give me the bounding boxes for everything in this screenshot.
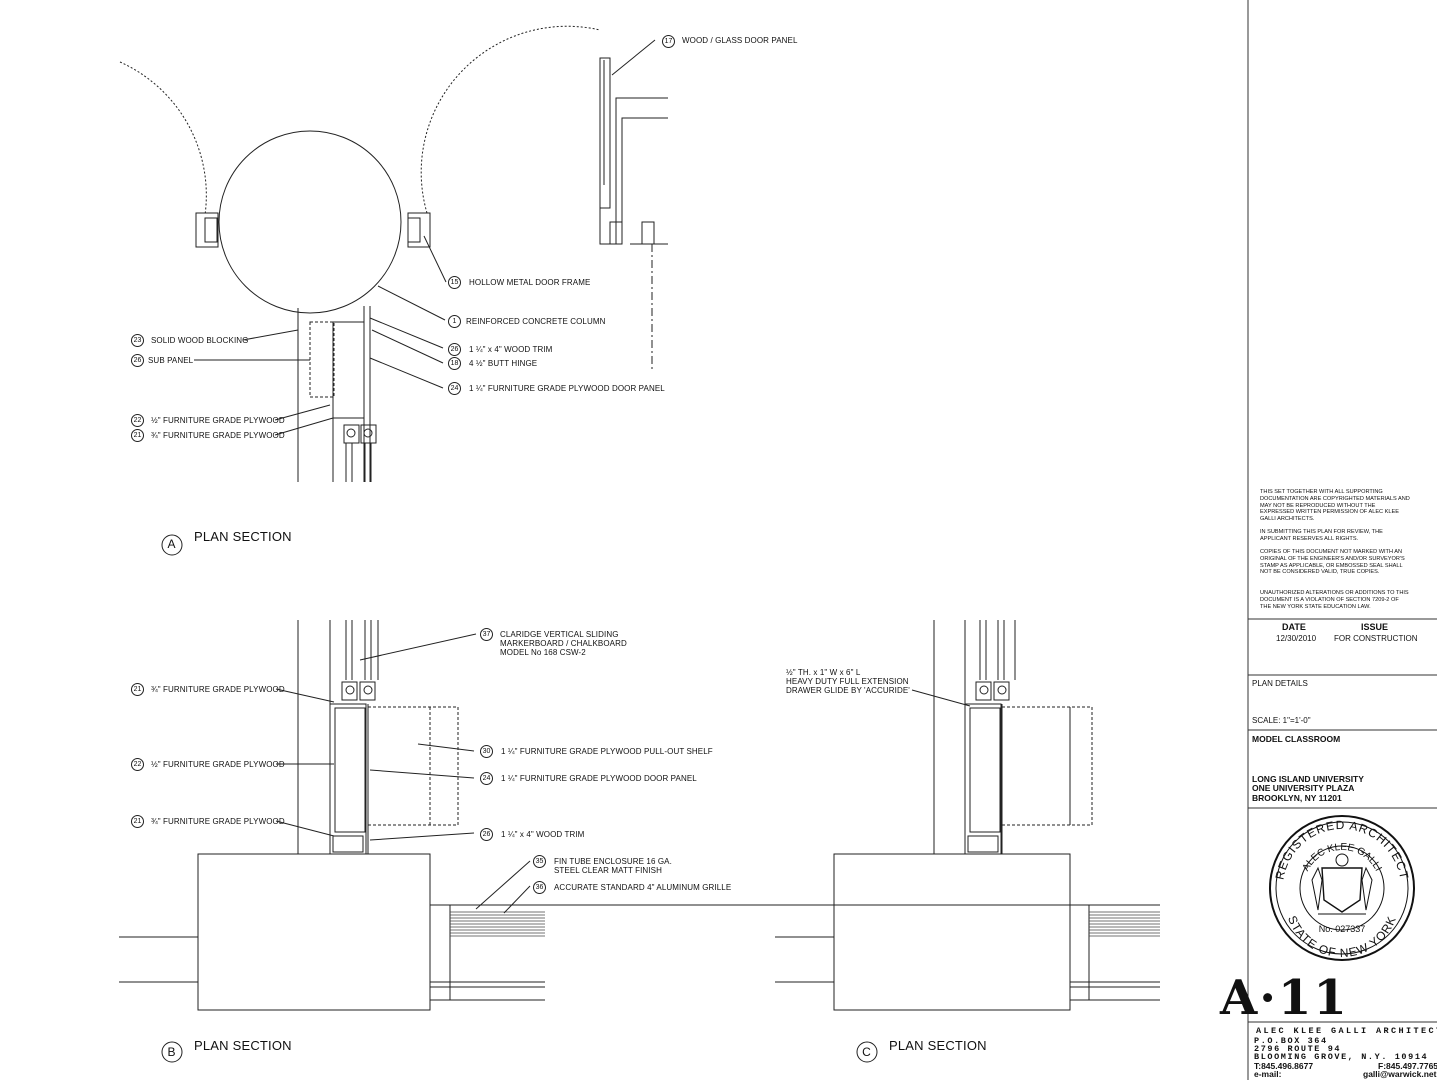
seal-number: No. 027337 [1319, 924, 1366, 934]
callout-text: 4 ½" BUTT HINGE [469, 359, 538, 368]
callout-text: SUB PANEL [148, 356, 194, 365]
firm-city: BLOOMING GROVE, N.Y. 10914 [1254, 1052, 1429, 1062]
callout-text: SOLID WOOD BLOCKING [151, 336, 249, 345]
detail-c-drawing [775, 620, 1160, 1063]
callout-number: 24 [448, 382, 461, 395]
seal-bottom-text: STATE OF NEW YORK [1285, 914, 1398, 961]
callout-number: 21 [131, 815, 144, 828]
alterations-note: UNAUTHORIZED ALTERATIONS OR ADDITIONS TO… [1260, 590, 1409, 610]
callout-text-line2: STEEL CLEAR MATT FINISH [554, 866, 662, 875]
detail-b-letter: B [167, 1045, 176, 1059]
date-label: DATE [1282, 622, 1306, 632]
callout-text: ¾" FURNITURE GRADE PLYWOOD [151, 817, 285, 826]
firm-fax: F:845.497.7765 [1378, 1061, 1437, 1071]
callout-number: 22 [131, 758, 144, 771]
callout-text: ½" TH. x 1" W x 6" L [786, 668, 861, 677]
svg-text:STATE OF NEW YORK: STATE OF NEW YORK [1285, 914, 1399, 961]
callout-number: 26 [480, 828, 493, 841]
grille-b [450, 911, 545, 937]
callout-text: 1 ¼" x 4" WOOD TRIM [501, 830, 585, 839]
copyright-note: THIS SET TOGETHER WITH ALL SUPPORTING DO… [1260, 489, 1410, 523]
callout-text: ¾" FURNITURE GRADE PLYWOOD [151, 685, 285, 694]
detail-a-letter: A [167, 537, 176, 551]
sheet-title: PLAN DETAILS [1252, 679, 1308, 688]
callout-text: 1 ¼" FURNITURE GRADE PLYWOOD DOOR PANEL [501, 774, 697, 783]
review-note: IN SUBMITTING THIS PLAN FOR REVIEW, THE … [1260, 529, 1383, 542]
callout-number: 17 [662, 35, 675, 48]
callout-text: ½" FURNITURE GRADE PLYWOOD [151, 760, 285, 769]
callout-number: 15 [448, 276, 461, 289]
client-line-2: ONE UNIVERSITY PLAZA [1252, 783, 1355, 793]
firm-po-box: P.O.BOX 364 [1254, 1036, 1328, 1046]
callout-number: 23 [131, 334, 144, 347]
callout-text: HOLLOW METAL DOOR FRAME [469, 278, 591, 287]
callout-number: 21 [131, 683, 144, 696]
callout-number: 26 [448, 343, 461, 356]
firm-email-label: e-mail: [1254, 1069, 1282, 1079]
callout-text: FIN TUBE ENCLOSURE 16 GA. [554, 857, 672, 866]
detail-b-title: PLAN SECTION [194, 1038, 292, 1053]
issue-date: 12/30/2010 [1276, 634, 1317, 643]
callout-number: 37 [480, 628, 493, 641]
grille-c [1089, 911, 1160, 937]
issue-status: FOR CONSTRUCTION [1334, 634, 1418, 643]
callout-number: 1 [448, 315, 461, 328]
copies-note: COPIES OF THIS DOCUMENT NOT MARKED WITH … [1260, 549, 1405, 576]
title-block-frame [1247, 0, 1437, 1080]
callout-number: 22 [131, 414, 144, 427]
scale: SCALE: 1"=1'-0" [1252, 716, 1311, 725]
callout-number: 35 [533, 855, 546, 868]
callout-text: ½" FURNITURE GRADE PLYWOOD [151, 416, 285, 425]
sheet-number: A·11 [1220, 970, 1349, 1026]
firm-tel: T:845.496.8677 [1254, 1061, 1314, 1071]
detail-c-title: PLAN SECTION [889, 1038, 987, 1053]
client-line-3: BROOKLYN, NY 11201 [1252, 793, 1342, 803]
callout-text: ACCURATE STANDARD 4" ALUMINUM GRILLE [554, 883, 732, 892]
detail-a-drawing [119, 25, 668, 556]
callout-number: 26 [131, 354, 144, 367]
detail-b-drawing [119, 620, 1160, 1063]
callout-text-line3: DRAWER GLIDE BY 'ACCURIDE' [786, 686, 910, 695]
callout-text: ¾" FURNITURE GRADE PLYWOOD [151, 431, 285, 440]
detail-a-title: PLAN SECTION [194, 529, 292, 544]
callout-text: REINFORCED CONCRETE COLUMN [466, 317, 606, 326]
callout-number: 30 [480, 745, 493, 758]
callout-number: 24 [480, 772, 493, 785]
callout-number: 36 [533, 881, 546, 894]
callout-number: 18 [448, 357, 461, 370]
callout-text: 1 ¼" FURNITURE GRADE PLYWOOD DOOR PANEL [469, 384, 665, 393]
project-name: MODEL CLASSROOM [1252, 734, 1341, 744]
detail-c-letter: C [862, 1045, 871, 1059]
firm-email: galli@warwick.net [1363, 1069, 1437, 1079]
issue-label: ISSUE [1361, 622, 1389, 632]
callout-text: WOOD / GLASS DOOR PANEL [682, 36, 798, 45]
firm-name: ALEC KLEE GALLI ARCHITECTS [1256, 1026, 1437, 1036]
callout-text: 1 ¼" x 4" WOOD TRIM [469, 345, 553, 354]
callout-text: 1 ¼" FURNITURE GRADE PLYWOOD PULL-OUT SH… [501, 747, 713, 756]
firm-street: 2796 ROUTE 94 [1254, 1044, 1342, 1054]
architect-seal [1269, 815, 1415, 961]
client-line-1: LONG ISLAND UNIVERSITY [1252, 774, 1364, 784]
callout-text-line2: MARKERBOARD / CHALKBOARD [500, 639, 627, 648]
callout-text: CLARIDGE VERTICAL SLIDING [500, 630, 619, 639]
callout-text-line3: MODEL No 168 CSW-2 [500, 648, 586, 657]
callout-number: 21 [131, 429, 144, 442]
callout-text-line2: HEAVY DUTY FULL EXTENSION [786, 677, 909, 686]
